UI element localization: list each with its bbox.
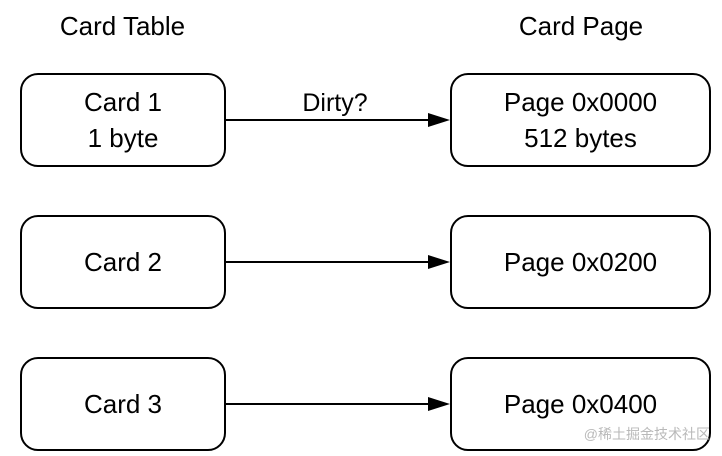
page-2-box: Page 0x0200 bbox=[450, 215, 711, 309]
page-1-label: Page 0x0000 bbox=[503, 87, 658, 117]
page-1-size: 512 bytes bbox=[524, 123, 637, 153]
card-1-to-page-1-arrow bbox=[226, 110, 450, 130]
card-2-to-page-2-arrow bbox=[226, 252, 450, 272]
card-page-header: Card Page bbox=[518, 11, 644, 41]
card-2-label: Card 2 bbox=[83, 247, 163, 277]
card-1-size: 1 byte bbox=[87, 123, 159, 153]
page-3-label: Page 0x0400 bbox=[503, 389, 658, 419]
card-3-to-page-3-arrow bbox=[226, 394, 450, 414]
card-1-label: Card 1 bbox=[83, 87, 163, 117]
card-3-label: Card 3 bbox=[83, 389, 163, 419]
page-3-box: Page 0x0400 bbox=[450, 357, 711, 451]
dirty-edge-label: Dirty? bbox=[302, 89, 368, 117]
card-table-header: Card Table bbox=[59, 11, 186, 41]
page-1-box: Page 0x0000 512 bytes bbox=[450, 73, 711, 167]
page-2-label: Page 0x0200 bbox=[503, 247, 658, 277]
watermark-text: @稀土掘金技术社区 bbox=[583, 426, 710, 442]
card-1-box: Card 1 1 byte bbox=[20, 73, 226, 167]
card-2-box: Card 2 bbox=[20, 215, 226, 309]
card-3-box: Card 3 bbox=[20, 357, 226, 451]
